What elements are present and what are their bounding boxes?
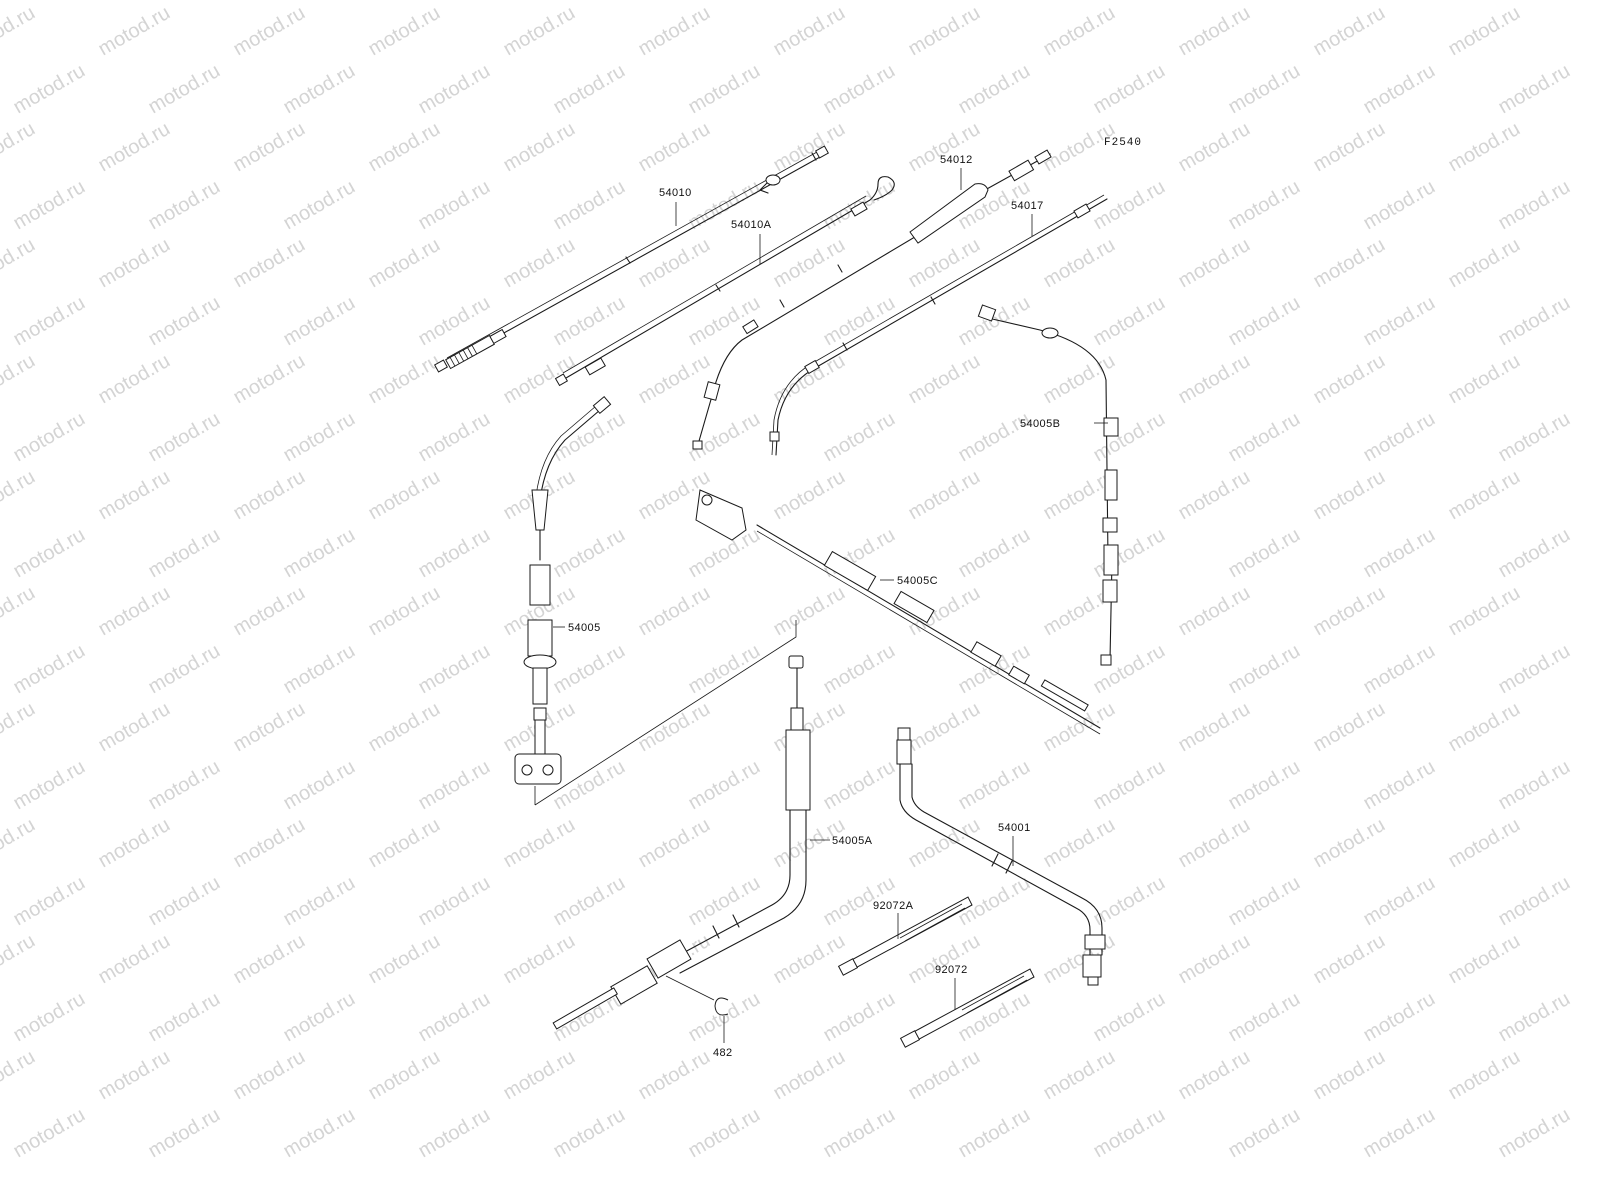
band-92072[interactable] — [899, 968, 1035, 1048]
cable-54005c[interactable] — [695, 489, 1101, 735]
label-92072a: 92072A — [873, 900, 914, 912]
label-54005b: 54005B — [1020, 418, 1060, 430]
cable-54012[interactable] — [692, 149, 1052, 450]
assembly-bracket — [534, 620, 797, 806]
cable-54005[interactable] — [514, 395, 612, 785]
label-54017: 54017 — [1011, 200, 1044, 212]
cable-54010[interactable] — [434, 145, 829, 373]
cable-54001[interactable] — [896, 727, 1106, 986]
label-54005a: 54005A — [832, 835, 873, 847]
label-54010: 54010 — [659, 187, 692, 199]
cable-54005b[interactable] — [977, 304, 1119, 666]
label-54010a: 54010A — [731, 219, 772, 231]
figure-code: F2540 — [1104, 137, 1142, 149]
cable-54010a[interactable] — [554, 176, 895, 387]
label-54012: 54012 — [940, 154, 973, 166]
label-54001: 54001 — [998, 822, 1031, 834]
cable-54017[interactable] — [769, 194, 1108, 456]
clip-482[interactable] — [665, 975, 729, 1016]
label-54005: 54005 — [568, 622, 601, 634]
cable-54005a[interactable] — [552, 655, 811, 1030]
label-54005c: 54005C — [897, 575, 938, 587]
label-482: 482 — [713, 1047, 733, 1059]
band-92072a[interactable] — [837, 896, 973, 976]
label-92072: 92072 — [935, 964, 968, 976]
